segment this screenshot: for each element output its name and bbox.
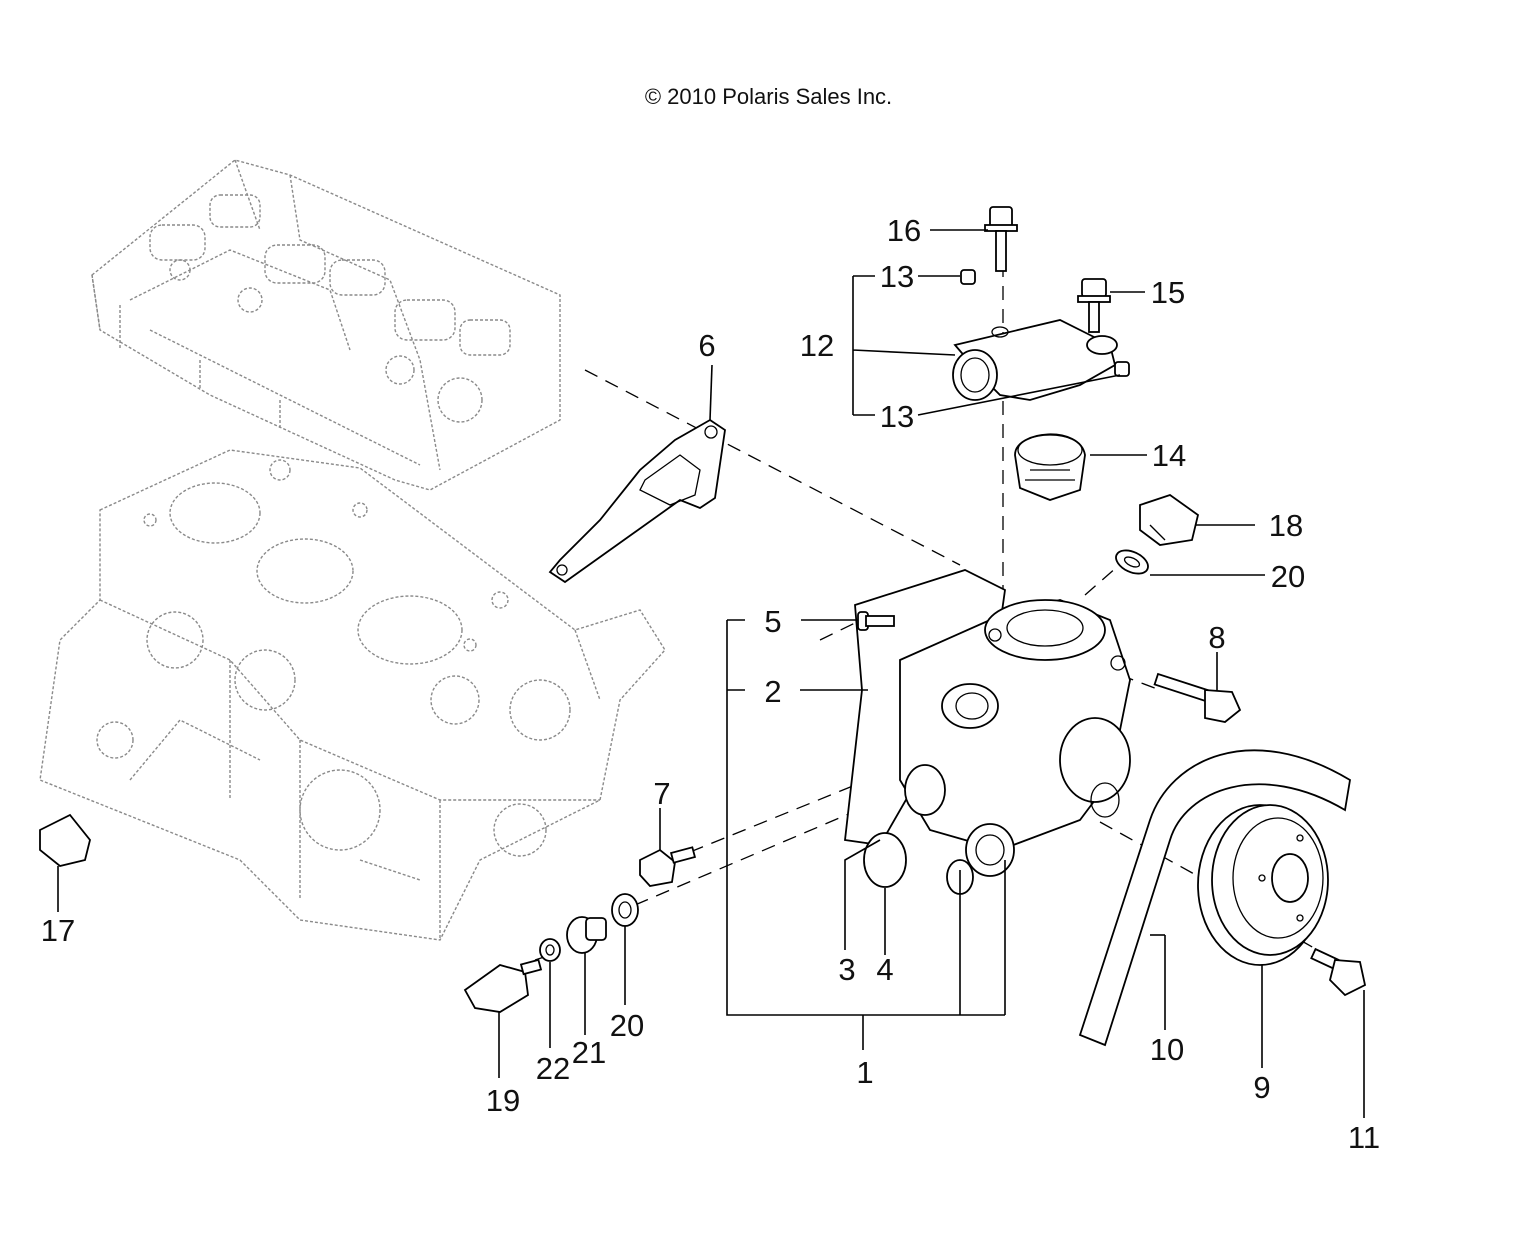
callout-14: 14 (1152, 438, 1186, 473)
callout-20-lower: 20 (610, 1008, 644, 1043)
alignment-lines (534, 240, 1336, 961)
bolt-part-15 (1077, 278, 1111, 333)
callout-16: 16 (887, 213, 921, 248)
callout-7: 7 (653, 776, 670, 811)
callout-13-bottom: 13 (880, 399, 914, 434)
cylinder-block-ghost (39, 449, 666, 941)
callout-17: 17 (41, 913, 75, 948)
thermostat-part-14 (1014, 433, 1086, 501)
plug-part-21 (566, 916, 607, 954)
plug-part-13-top (960, 269, 976, 285)
callout-5: 5 (764, 604, 781, 639)
bolt-part-8 (1153, 672, 1242, 723)
leader-lines (57, 229, 1365, 1118)
cylinder-head-ghost (91, 159, 561, 491)
callout-1: 1 (856, 1055, 873, 1090)
washer-part-20-lower (611, 893, 639, 927)
o-ring-part-4 (863, 832, 907, 888)
callout-15: 15 (1151, 275, 1185, 310)
thermostat-housing-part-12 (952, 319, 1130, 401)
water-pump-assembly-part-1 (844, 569, 1131, 877)
callout-2: 2 (764, 674, 781, 709)
callout-18: 18 (1269, 508, 1303, 543)
temperature-sensor-part-19 (463, 958, 543, 1013)
callout-11: 11 (1348, 1120, 1380, 1155)
bolt-part-7 (639, 846, 697, 887)
callout-21: 21 (572, 1035, 606, 1070)
callout-12: 12 (800, 328, 834, 363)
callout-9: 9 (1253, 1070, 1270, 1105)
callout-20-upper: 20 (1271, 559, 1305, 594)
callout-8: 8 (1208, 620, 1225, 655)
callout-19: 19 (486, 1083, 520, 1118)
drive-belt-part-10 (1078, 749, 1351, 1047)
callout-labels: 1 2 3 4 5 6 7 8 9 10 11 12 13 13 14 15 1… (41, 213, 1380, 1155)
plug-part-17 (39, 813, 91, 867)
plug-part-18 (1139, 494, 1200, 546)
washer-part-22 (539, 938, 561, 962)
gasket-part-6 (548, 418, 726, 584)
copyright-notice: © 2010 Polaris Sales Inc. (644, 84, 893, 109)
callout-13-top: 13 (880, 259, 914, 294)
callout-4: 4 (876, 952, 893, 987)
bolt-part-11 (1310, 947, 1367, 997)
washer-part-20-upper (1115, 549, 1149, 575)
callout-3: 3 (838, 952, 855, 987)
callout-22: 22 (536, 1051, 570, 1086)
screw-part-5 (857, 611, 895, 631)
bolt-part-16 (984, 206, 1018, 272)
callout-10: 10 (1150, 1032, 1184, 1067)
pulley-part-9 (1197, 804, 1329, 966)
callout-6: 6 (698, 328, 715, 363)
